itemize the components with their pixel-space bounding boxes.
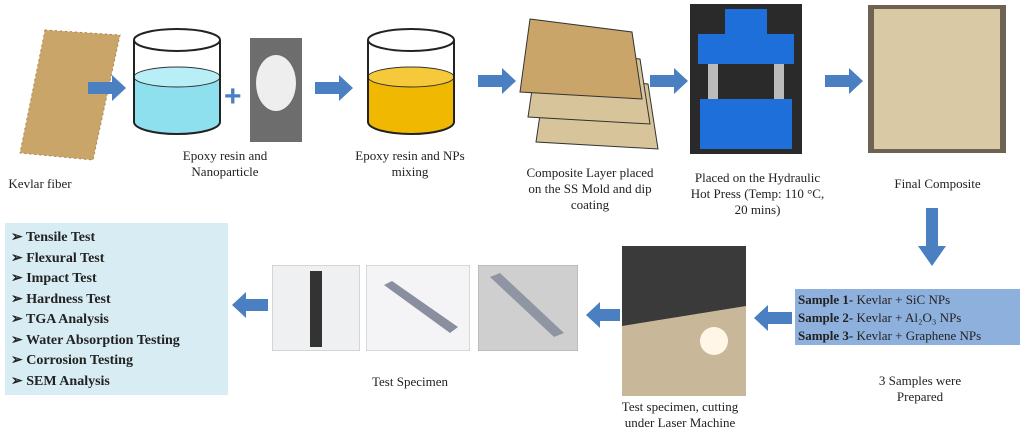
test-item: ➢ TGA Analysis (11, 312, 109, 327)
test-item: ➢ Water Absorption Testing (11, 332, 180, 348)
test-item: ➢ Tensile Test (11, 230, 96, 245)
arrow-right-icon (88, 75, 126, 101)
test-item: ➢ SEM Analysis (11, 373, 110, 389)
tests-box: ➢ Tensile Test ➢ Flexural Test ➢ Impact … (5, 223, 228, 395)
mixing-beaker-image (367, 28, 455, 135)
composite-layers-image (519, 18, 659, 150)
laser-machine-image (622, 246, 746, 396)
plus-icon: + (224, 80, 242, 113)
sample-item: Sample 1- Kevlar + SiC NPs (798, 292, 951, 307)
arrow-right-icon (478, 68, 516, 94)
samples-box: Sample 1- Kevlar + SiC NPs Sample 2- Kev… (795, 289, 1020, 345)
arrow-down-icon (918, 208, 946, 266)
test-item: ➢ Hardness Test (11, 291, 111, 307)
test-specimen-label: Test Specimen (372, 374, 448, 389)
epoxy-beaker-image (133, 28, 221, 135)
arrow-left-icon (754, 305, 792, 331)
final-composite-label: Final Composite (894, 176, 981, 191)
arrow-right-icon (650, 68, 688, 94)
specimen-image-2 (366, 265, 470, 351)
final-composite-image (868, 5, 1006, 153)
specimen-image-1 (272, 265, 360, 351)
sample-item: Sample 3- Kevlar + Graphene NPs (798, 328, 982, 343)
kevlar-fiber-image (19, 29, 121, 161)
specimen-image-3 (478, 265, 578, 351)
test-item: ➢ Corrosion Testing (11, 353, 133, 368)
nanoparticle-image (250, 38, 302, 142)
test-item: ➢ Flexural Test (11, 250, 105, 266)
arrow-right-icon (825, 68, 863, 94)
arrow-left-icon (232, 292, 268, 318)
kevlar-label: Kevlar fiber (8, 176, 72, 191)
arrow-right-icon (315, 75, 353, 101)
hydraulic-press-image (690, 4, 802, 154)
test-item: ➢ Impact Test (11, 271, 97, 286)
arrow-left-icon (586, 302, 620, 328)
sample-item: Sample 2- Kevlar + Al₂O₃ NPs (798, 310, 962, 325)
